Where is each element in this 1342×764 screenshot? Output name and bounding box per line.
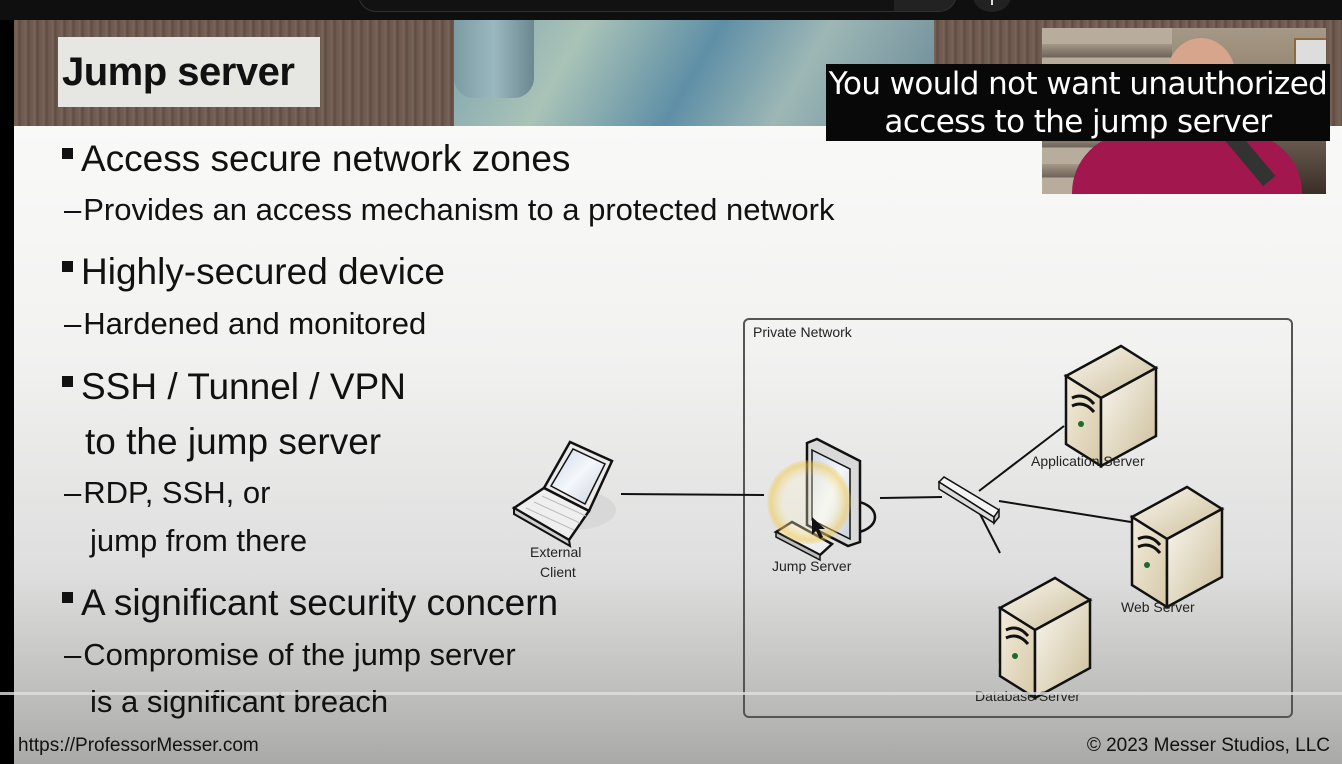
sub-bullet-4-1: –Compromise of the jump server xyxy=(64,637,516,673)
bullet-text: Highly-secured device xyxy=(81,251,446,292)
jump-server-label: Jump Server xyxy=(772,558,852,574)
bullet-1: Access secure network zones xyxy=(62,138,570,180)
bullet-text: Access secure network zones xyxy=(81,138,571,179)
bullet-2: Highly-secured device xyxy=(62,251,445,293)
bullet-square-icon xyxy=(62,260,73,272)
link-switch-web xyxy=(998,500,1132,523)
bullet-4: A significant security concern xyxy=(62,582,558,624)
network-switch-icon xyxy=(937,476,1001,526)
dash-icon: – xyxy=(64,475,82,510)
dash-icon: – xyxy=(64,637,82,672)
footer-copyright: © 2023 Messer Studios, LLC xyxy=(1086,735,1330,756)
sub-bullet-1-1: –Provides an access mechanism to a prote… xyxy=(64,192,835,228)
caption-line-2: access to the jump server xyxy=(884,104,1272,140)
external-client-label-line1: External xyxy=(530,544,582,560)
application-server-icon xyxy=(1063,344,1159,469)
closed-caption: You would not want unauthorized access t… xyxy=(826,64,1330,141)
sub-bullet-4-continuation: is a significant breach xyxy=(90,684,389,719)
bullet-text: SSH / Tunnel / VPN xyxy=(81,366,406,407)
cursor-highlight-ring xyxy=(767,460,851,544)
bullet-3-continuation: to the jump server xyxy=(85,421,382,462)
private-network-label: Private Network xyxy=(753,324,852,340)
database-server-label: Database Server xyxy=(975,688,1081,704)
title-background xyxy=(58,37,320,107)
sub-bullet-text: RDP, SSH, or xyxy=(83,475,271,510)
hinge-pin-image xyxy=(454,20,534,98)
sub-bullet-text: Provides an access mechanism to a protec… xyxy=(83,192,835,227)
link-jump-switch xyxy=(879,496,943,499)
link-switch-db xyxy=(978,511,1001,554)
search-button[interactable] xyxy=(894,0,957,12)
sub-bullet-text: Hardened and monitored xyxy=(83,306,427,341)
web-server-icon xyxy=(1129,485,1225,610)
mouse-cursor-icon xyxy=(812,517,825,539)
video-left-edge xyxy=(0,20,14,764)
web-server-label: Web Server xyxy=(1121,599,1195,615)
bullet-square-icon xyxy=(62,147,73,159)
network-diagram xyxy=(511,344,1225,701)
application-server-label: Application Server xyxy=(1031,453,1145,469)
sub-bullet-text: Compromise of the jump server xyxy=(83,637,516,672)
video-progress-bar[interactable] xyxy=(0,692,1342,695)
browser-topbar xyxy=(0,0,1342,20)
external-client-label-line2: Client xyxy=(540,564,576,580)
sub-bullet-2-1: –Hardened and monitored xyxy=(64,306,426,342)
dash-icon: – xyxy=(64,192,82,227)
laptop-icon xyxy=(511,440,616,548)
bullet-3: SSH / Tunnel / VPN xyxy=(62,366,406,408)
link-client-jump xyxy=(620,493,765,496)
caption-line-1: You would not want unauthorized xyxy=(828,66,1328,102)
bullet-text: A significant security concern xyxy=(81,582,559,623)
database-server-icon xyxy=(997,576,1093,701)
presenter-body xyxy=(1072,133,1302,194)
sub-bullet-3-1: –RDP, SSH, or xyxy=(64,475,270,511)
video-player[interactable]: Jump server Access secure network zones … xyxy=(14,20,1342,764)
sub-bullet-3-continuation: jump from there xyxy=(90,523,308,558)
search-input[interactable] xyxy=(358,0,896,12)
footer-url: https://ProfessorMesser.com xyxy=(18,735,259,756)
bullet-square-icon xyxy=(62,375,73,387)
voice-search-icon[interactable] xyxy=(973,0,1011,12)
dash-icon: – xyxy=(64,306,82,341)
slide-title: Jump server xyxy=(62,50,295,94)
bullet-square-icon xyxy=(62,591,73,603)
link-switch-app xyxy=(978,425,1065,492)
private-network-boundary xyxy=(743,318,1293,718)
jump-server-workstation-icon xyxy=(767,437,877,562)
